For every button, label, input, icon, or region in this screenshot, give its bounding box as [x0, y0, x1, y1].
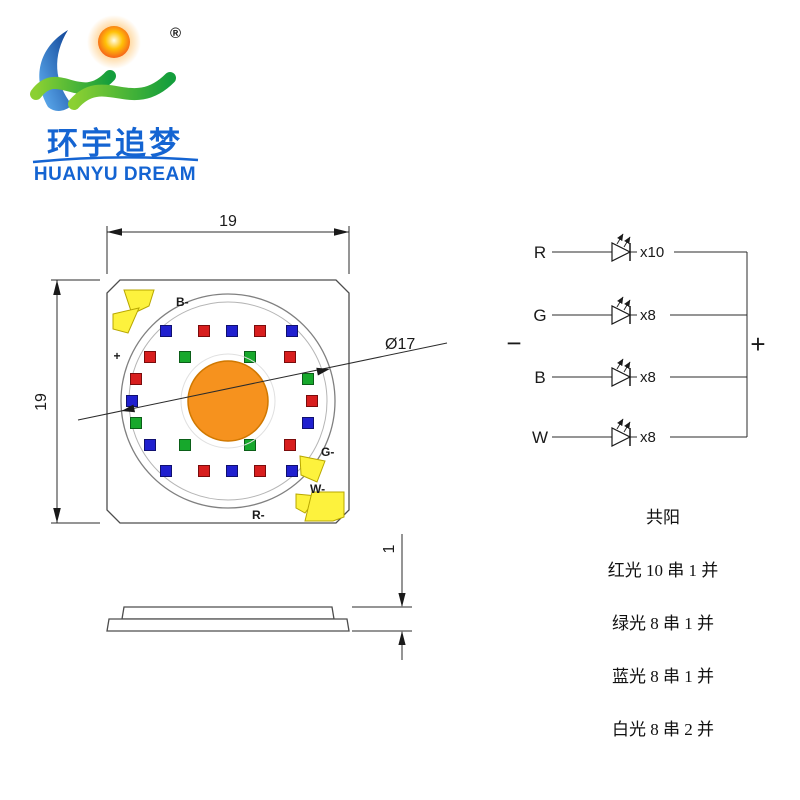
pad-label-r: R-: [252, 508, 265, 522]
led-die-g: [179, 351, 191, 363]
height-dimension-label: 19: [33, 393, 50, 411]
led-symbol: [611, 367, 632, 387]
channel-label: G: [533, 306, 546, 325]
phosphor-ring: [180, 353, 276, 449]
registered-mark: ®: [170, 25, 181, 42]
dimension-arrow: [316, 367, 330, 376]
green-wave-icon: [68, 72, 176, 110]
green-wave-icon: [30, 70, 116, 100]
pad-label-b: B-: [176, 295, 189, 309]
schematic-row-b: B x8: [534, 358, 747, 387]
spec-common-anode: 共阳: [646, 508, 680, 527]
dimension-arrow: [121, 404, 135, 413]
led-die-r: [284, 351, 296, 363]
led-die-r: [198, 465, 210, 477]
dimension-arrow: [334, 228, 349, 236]
led-light-arrow: [616, 418, 624, 430]
pad-label-g: G-: [321, 445, 334, 459]
led-light-arrow: [623, 361, 631, 373]
brand-name-english: HUANYU DREAM: [33, 164, 197, 185]
thickness-dimension: 1: [352, 534, 412, 660]
led-count-label: x8: [640, 307, 656, 324]
led-symbol: [611, 242, 632, 262]
height-dimension: 19: [33, 279, 100, 524]
dimension-arrow: [398, 593, 406, 607]
led-die-g: [130, 417, 142, 429]
led-light-arrow: [623, 421, 631, 433]
led-light-arrow: [623, 236, 631, 248]
side-view-base-plate: [106, 618, 350, 632]
led-die-r: [130, 373, 142, 385]
phosphor-center: [187, 360, 269, 442]
led-die-r: [198, 325, 210, 337]
spec-red-line: 红光 10 串 1 并: [607, 561, 719, 580]
led-die-b: [226, 325, 238, 337]
channel-label: W: [532, 428, 548, 447]
spec-white-line: 白光 8 串 2 并: [612, 720, 714, 739]
sun-icon: [98, 26, 130, 58]
pad-b-minus: [123, 289, 155, 315]
led-die-b: [286, 325, 298, 337]
schematic-row-w: W x8: [532, 418, 747, 447]
pad-label-plus: +: [113, 349, 120, 363]
led-light-arrow: [616, 233, 624, 245]
width-dimension: 19: [106, 213, 350, 274]
led-count-label: x8: [640, 429, 656, 446]
led-die-r: [144, 351, 156, 363]
diameter-label: Ø17: [385, 336, 415, 353]
led-symbol: [611, 305, 632, 325]
led-die-r: [284, 439, 296, 451]
schematic-row-r: R x10: [534, 233, 747, 262]
solder-pads: [112, 289, 345, 522]
pad-plus: [112, 307, 140, 334]
led-die-g: [244, 439, 256, 451]
led-die-b: [160, 465, 172, 477]
dimension-arrow: [107, 228, 122, 236]
side-view-drawing: 1: [106, 534, 412, 660]
dimension-arrow: [398, 631, 406, 645]
thickness-label: 1: [381, 544, 398, 553]
company-logo: ®: [30, 15, 181, 111]
top-view-drawing: 19 19 + B- G- W-: [33, 213, 448, 524]
led-die-r: [254, 325, 266, 337]
diameter-dimension: Ø17: [77, 336, 448, 421]
led-light-arrow: [623, 299, 631, 311]
brand-underline-swoosh: [32, 156, 199, 164]
schematic-row-g: G x8: [533, 296, 747, 325]
led-die-b: [144, 439, 156, 451]
led-die-g: [244, 351, 256, 363]
spec-green-line: 绿光 8 串 1 并: [612, 614, 714, 633]
led-die-b: [226, 465, 238, 477]
channel-label: R: [534, 243, 546, 262]
led-die-array: [126, 325, 318, 477]
led-count-label: x10: [640, 244, 664, 261]
dimension-arrow: [53, 280, 61, 295]
pad-label-w: W-: [310, 482, 325, 496]
led-die-r: [306, 395, 318, 407]
pad-r-minus: [304, 491, 345, 522]
led-die-b: [302, 417, 314, 429]
circuit-schematic: − + R x10 G x8 B: [506, 233, 766, 447]
dimension-arrow: [53, 508, 61, 523]
led-die-b: [126, 395, 138, 407]
side-view-top-plate: [121, 606, 335, 620]
minus-terminal-label: −: [506, 328, 521, 358]
brand-name-chinese: 环宇追梦: [47, 126, 183, 161]
led-count-label: x8: [640, 369, 656, 386]
led-light-arrow: [616, 358, 624, 370]
led-die-r: [254, 465, 266, 477]
led-die-b: [160, 325, 172, 337]
led-symbol: [611, 427, 632, 447]
led-die-g: [179, 439, 191, 451]
width-dimension-label: 19: [219, 213, 237, 230]
led-die-b: [286, 465, 298, 477]
led-light-arrow: [616, 296, 624, 308]
pad-g-minus: [299, 455, 326, 483]
spec-blue-line: 蓝光 8 串 1 并: [612, 667, 714, 686]
plus-terminal-label: +: [750, 329, 765, 359]
channel-label: B: [534, 368, 545, 387]
led-die-g: [302, 373, 314, 385]
